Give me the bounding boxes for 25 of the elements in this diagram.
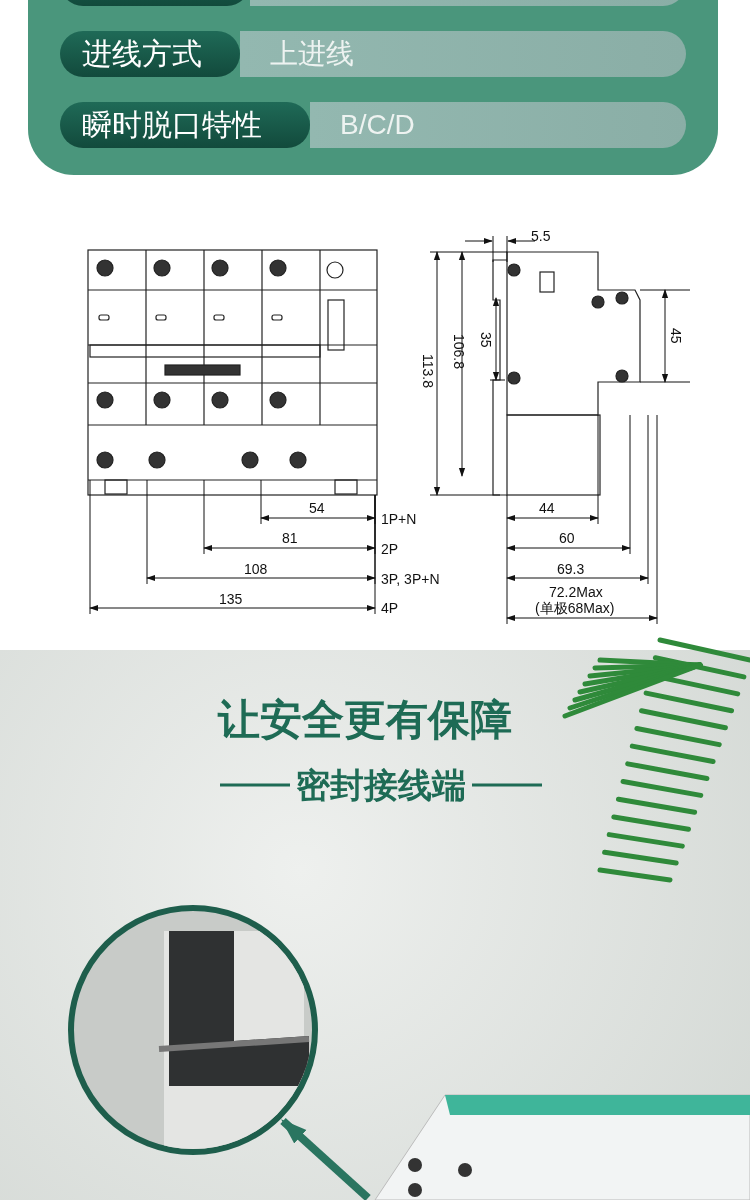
pole-label: 4P xyxy=(381,600,399,616)
pole-label: 3P, 3P+N xyxy=(381,571,440,587)
dimension-label: 81 xyxy=(282,530,298,546)
dimension-label: 44 xyxy=(539,500,555,516)
dimension-label: 106.8 xyxy=(451,334,467,370)
pole-label: 2P xyxy=(381,541,399,557)
field-value-bar: B/C/D xyxy=(310,102,686,148)
dimension-label: 5.5 xyxy=(531,228,551,244)
dimension-label: 108 xyxy=(244,561,268,577)
section-subtitle: 密封接线端 xyxy=(296,768,466,802)
dimension-label: 54 xyxy=(309,500,325,516)
dimension-label: 35 xyxy=(478,332,494,348)
dimension-label: 135 xyxy=(219,591,243,607)
field-value-bar: 上进线 xyxy=(240,31,686,77)
field-label-pill: 进线方式 xyxy=(60,31,240,77)
field-label-pill: 瞬时脱口特性 xyxy=(60,102,310,148)
dimension-label: 72.2Max xyxy=(549,584,603,600)
pole-label: 1P+N xyxy=(381,511,417,527)
dimension-label: (单极68Max) xyxy=(535,600,615,616)
dimension-label: 113.8 xyxy=(420,354,436,388)
arrow xyxy=(280,1118,371,1200)
dimension-label: 69.3 xyxy=(557,561,585,577)
dimension-label: 45 xyxy=(668,328,684,344)
dimension-label: 60 xyxy=(559,530,575,546)
section-title: 让安全更有保障 xyxy=(218,695,512,745)
